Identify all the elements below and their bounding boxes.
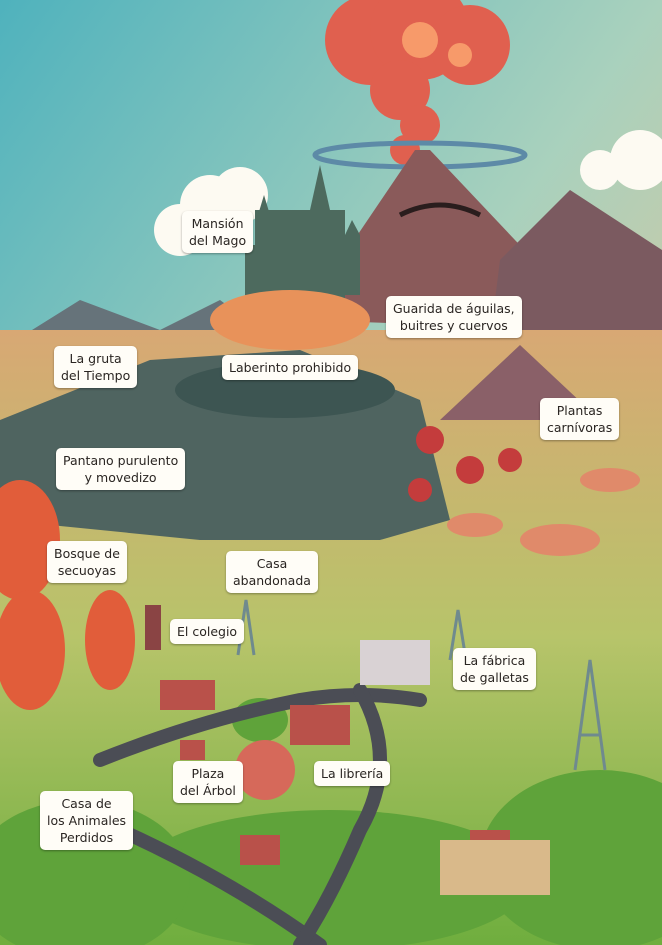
- label-line: del Tiempo: [61, 368, 131, 383]
- roads: [93, 683, 427, 945]
- label-laberinto-prohibido: Laberinto prohibido: [222, 355, 359, 380]
- label-line: Pantano purulento: [63, 453, 179, 468]
- mushrooms: [447, 468, 640, 556]
- label-line: La gruta: [69, 351, 122, 366]
- label-line: del Árbol: [180, 783, 236, 798]
- label-line: Plantas: [556, 403, 603, 418]
- label-guarida: Guarida de águilas, buitres y cuervos: [386, 296, 522, 338]
- label-line: y movedizo: [84, 470, 157, 485]
- label-line: buitres y cuervos: [399, 318, 508, 333]
- label-casa-abandonada: Casa abandonada: [226, 551, 318, 593]
- label-pantano: Pantano purulento y movedizo: [56, 448, 186, 490]
- label-line: El colegio: [177, 624, 238, 639]
- label-el-colegio: El colegio: [170, 619, 245, 644]
- label-line: Guarida de águilas,: [393, 301, 515, 316]
- label-plaza-del-arbol: Plaza del Árbol: [173, 761, 243, 803]
- label-line: Mansión: [191, 216, 244, 231]
- label-casa-animales-perdidos: Casa de los Animales Perdidos: [40, 791, 134, 850]
- label-line: Bosque de: [54, 546, 120, 561]
- volcano-smoke: [325, 0, 510, 165]
- carnivorous-plants: [408, 426, 522, 502]
- label-line: Perdidos: [59, 830, 114, 845]
- label-fabrica-de-galletas: La fábrica de galletas: [453, 648, 536, 690]
- label-line: Plaza: [191, 766, 225, 781]
- label-plantas-carnivoras: Plantas carnívoras: [540, 398, 620, 440]
- label-line: Casa: [256, 556, 288, 571]
- label-line: Casa de: [61, 796, 112, 811]
- label-la-libreria: La librería: [314, 761, 391, 786]
- label-gruta-del-tiempo: La gruta del Tiempo: [54, 346, 138, 388]
- label-line: La librería: [321, 766, 384, 781]
- label-line: secuoyas: [57, 563, 117, 578]
- label-line: Laberinto prohibido: [229, 360, 352, 375]
- forest: [0, 480, 135, 710]
- label-line: carnívoras: [547, 420, 613, 435]
- label-bosque-de-secuoyas: Bosque de secuoyas: [47, 541, 127, 583]
- label-line: los Animales: [47, 813, 127, 828]
- label-line: de galletas: [460, 670, 529, 685]
- label-line: del Mago: [189, 233, 247, 248]
- label-line: abandonada: [233, 573, 311, 588]
- label-mansion-del-mago: Mansión del Mago: [182, 211, 254, 253]
- label-line: La fábrica: [463, 653, 526, 668]
